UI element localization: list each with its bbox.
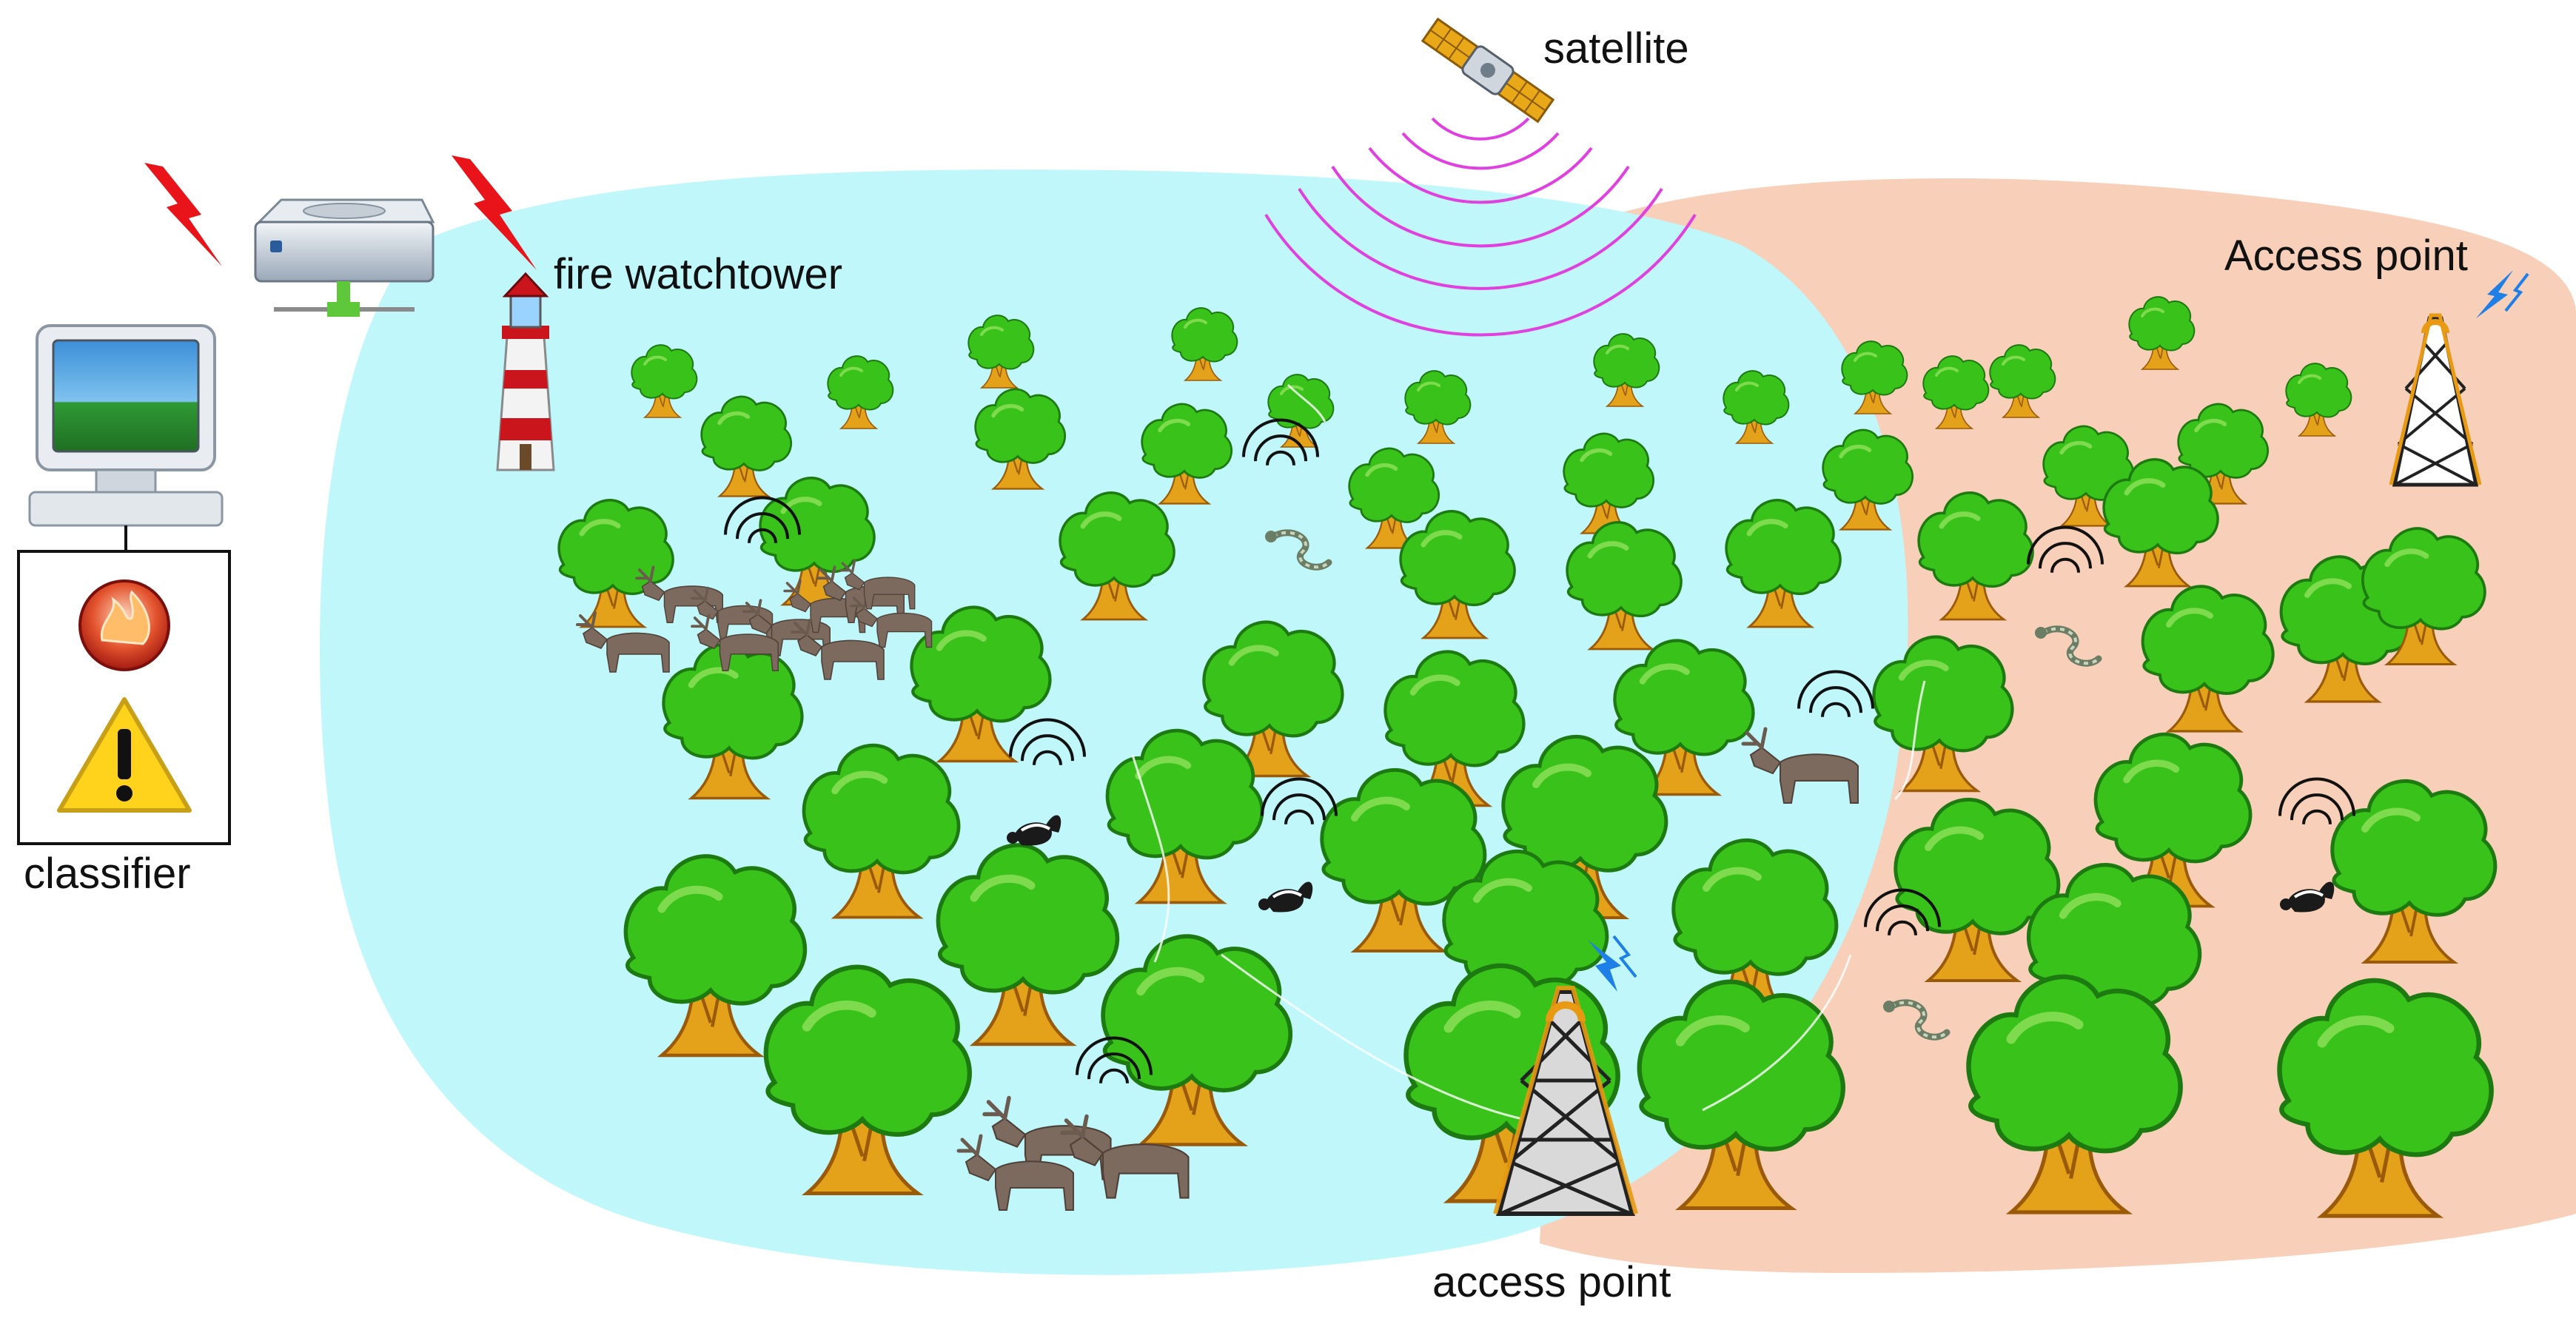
warning-icon [57, 697, 192, 813]
radio-tower-icon [2389, 313, 2482, 487]
tree-icon [910, 605, 1052, 763]
tree-icon [1593, 333, 1660, 407]
satellite-label: satellite [1543, 24, 1689, 73]
moose-icon [850, 594, 933, 648]
tree-icon [557, 499, 674, 628]
access-point-right-label: Access point [2224, 232, 2468, 280]
tree-icon [936, 843, 1120, 1046]
lighthouse-icon [496, 272, 555, 471]
sensor-signal-icon [1076, 1036, 1153, 1083]
snake-icon [2035, 625, 2102, 667]
wireless-signal-icon [2476, 270, 2529, 318]
lightning-icon [452, 155, 537, 270]
monitor-icon [28, 324, 224, 527]
tree-icon [1141, 403, 1233, 505]
tree-icon [1348, 447, 1440, 549]
tree-icon [1566, 521, 1683, 651]
tree-icon [1922, 355, 1990, 429]
sensor-signal-icon [1864, 888, 1941, 935]
tree-icon [1320, 767, 1487, 952]
tree-icon [1841, 340, 1908, 414]
tree-icon [1723, 370, 1790, 444]
lightning-icon [144, 163, 222, 266]
sensor-signal-icon [724, 496, 801, 543]
tree-icon [1637, 979, 1845, 1210]
moose-icon [956, 1134, 1074, 1211]
access-point-bottom-label: access point [1432, 1258, 1671, 1306]
tree-icon [2330, 779, 2498, 964]
moose-icon [816, 565, 905, 623]
moose-icon [691, 614, 779, 671]
forest-trees [557, 296, 2498, 1218]
tree-icon [1613, 639, 1755, 796]
fire-icon [78, 579, 170, 671]
tree-icon [1404, 370, 1472, 444]
tree-icon [1989, 344, 2056, 418]
tree-icon [1267, 374, 1335, 448]
wireless-signal-icon [1588, 935, 1637, 992]
sensor-links [1131, 383, 1926, 1126]
tree-icon [1202, 620, 1344, 778]
moose-icon [982, 1095, 1112, 1180]
tree-icon [802, 743, 961, 919]
tree-icon [631, 344, 698, 418]
tree-icon [2277, 978, 2494, 1218]
skunk-icon [1007, 815, 1061, 846]
satellite-icon [1421, 17, 1555, 124]
skunk-icon [1258, 881, 1313, 913]
tree-icon [974, 388, 1067, 490]
tree-icon [2102, 458, 2219, 588]
moose-icon [635, 565, 723, 623]
radio-tower-icon [1493, 986, 1638, 1216]
snake-icon [1883, 999, 1951, 1041]
tree-icon [2042, 425, 2135, 527]
tree-icon [763, 964, 972, 1195]
moose-icon [790, 618, 885, 680]
tree-icon [1917, 491, 2034, 621]
skunk-icon [2280, 881, 2335, 913]
classifier-label: classifier [24, 850, 191, 898]
moose-icon [575, 611, 670, 673]
tree-icon [1399, 510, 1516, 639]
moose-icon [1741, 727, 1859, 804]
sensor-signal-icon [1242, 418, 1319, 466]
wildlife [575, 529, 2335, 1211]
satellite-signal-waves [1264, 117, 1697, 337]
tree-icon [662, 642, 804, 800]
sensor-signal-icon [2027, 525, 2104, 573]
watchtower-label: fire watchtower [554, 250, 842, 298]
tree-icon [1725, 499, 1842, 628]
tree-icon [827, 355, 894, 429]
tree-icon [1966, 974, 2183, 1214]
sensor-signal-icon [1009, 718, 1086, 765]
server-icon [254, 198, 435, 317]
moose-icon [839, 559, 916, 610]
moose-icon [1060, 1114, 1190, 1199]
tree-icon [1059, 491, 1175, 621]
tree-icon [623, 854, 808, 1058]
tree-icon [2361, 527, 2486, 665]
tree-icon [1894, 797, 2061, 982]
snake-icon [1265, 529, 1332, 571]
tree-icon [1101, 934, 1293, 1146]
tree-icon [967, 315, 1035, 389]
tree-icon [1822, 429, 1914, 531]
tree-icon [1872, 635, 2014, 793]
sensor-signal-icon [1261, 777, 1338, 824]
sensor-signal-icon [1797, 670, 1874, 717]
tree-icon [2128, 296, 2196, 370]
tree-icon [2285, 363, 2352, 437]
sensor-signal-waves [724, 418, 2355, 1083]
sensor-signal-icon [2278, 777, 2355, 824]
tree-icon [2141, 585, 2275, 733]
tree-icon [700, 395, 793, 497]
tree-icon [1171, 307, 1238, 381]
